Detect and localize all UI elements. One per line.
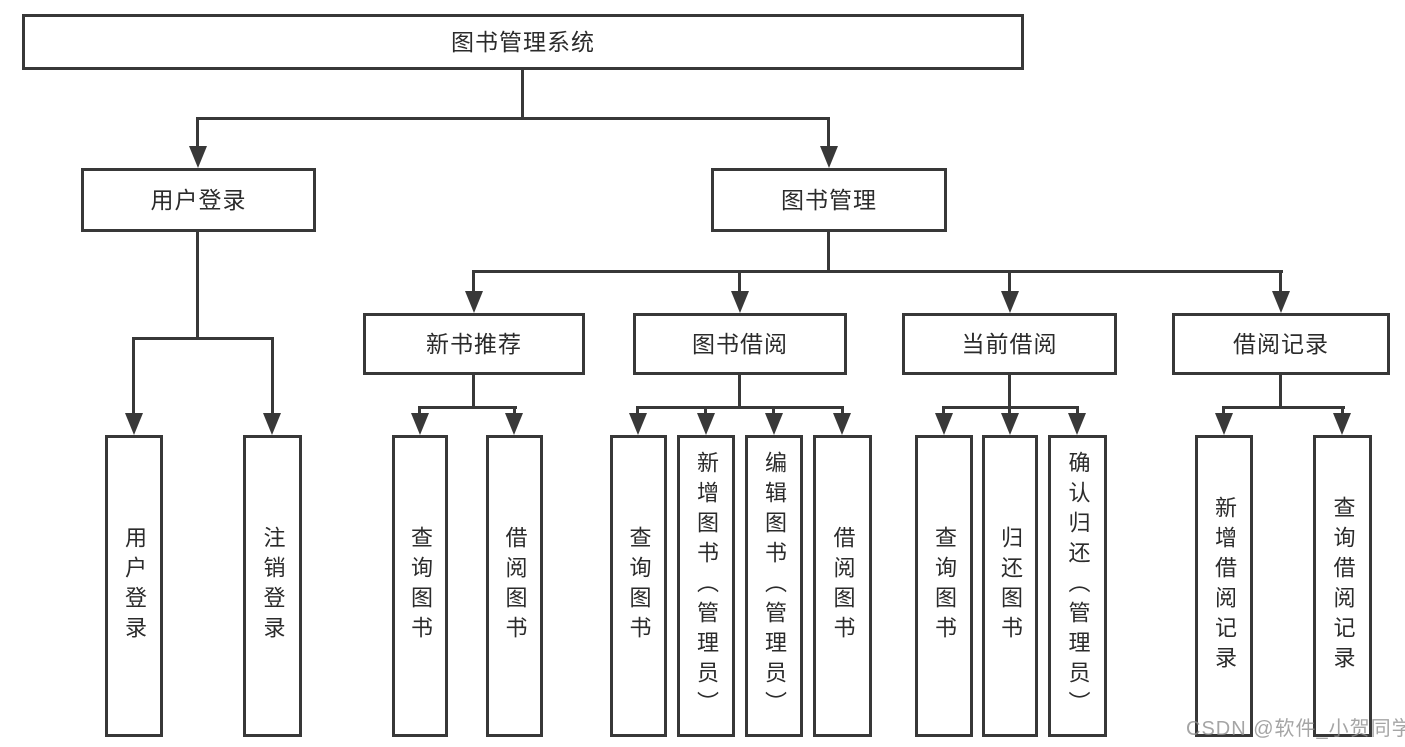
arrow-down-icon [1272,291,1290,313]
connector-line [738,270,741,295]
arrow-down-icon [125,413,143,435]
node-confirm-return-admin: 确认归还（管理员） [1048,435,1107,737]
connector-line [1008,375,1011,409]
connector-line [418,406,421,417]
connector-line [271,337,274,417]
node-leaf-user-login: 用户登录 [105,435,163,737]
connector-line [472,375,475,409]
connector-line [636,406,639,417]
arrow-down-icon [465,291,483,313]
arrow-down-icon [833,413,851,435]
connector-line [418,406,517,409]
connector-line [472,270,475,295]
connector-line [1222,406,1225,417]
arrow-down-icon [820,146,838,168]
connector-line [1279,375,1282,409]
node-current-query-books: 查询图书 [915,435,973,737]
connector-line [841,406,844,417]
node-edit-book-admin: 编辑图书（管理员） [745,435,803,737]
connector-line [132,337,274,340]
csdn-watermark: CSDN @软件_小贺同学 [1186,718,1405,740]
node-recommend-query-books: 查询图书 [392,435,448,737]
connector-line [1076,406,1079,417]
connector-line [1279,270,1282,295]
arrow-down-icon [935,413,953,435]
node-query-borrow-record: 查询借阅记录 [1313,435,1372,737]
arrow-down-icon [1001,413,1019,435]
node-recommend-borrow-books: 借阅图书 [486,435,543,737]
connector-line [704,406,707,417]
arrow-down-icon [765,413,783,435]
node-current-borrow: 当前借阅 [902,313,1117,375]
connector-line [196,117,830,120]
arrow-down-icon [505,413,523,435]
node-add-book-admin: 新增图书（管理员） [677,435,735,737]
connector-line [942,406,945,417]
node-library-system: 图书管理系统 [22,14,1024,70]
node-borrow-books: 借阅图书 [813,435,872,737]
arrow-down-icon [731,291,749,313]
arrow-down-icon [1215,413,1233,435]
node-leaf-logout: 注销登录 [243,435,302,737]
connector-line [196,117,199,150]
connector-line [513,406,516,417]
connector-line [1008,406,1011,417]
arrow-down-icon [629,413,647,435]
connector-line [1222,406,1345,409]
connector-line [738,375,741,409]
connector-line [521,70,524,117]
connector-line [196,232,199,340]
arrow-down-icon [697,413,715,435]
arrow-down-icon [411,413,429,435]
node-user-login-branch: 用户登录 [81,168,316,232]
node-borrow-records: 借阅记录 [1172,313,1390,375]
node-book-management: 图书管理 [711,168,947,232]
arrow-down-icon [1333,413,1351,435]
arrow-down-icon [189,146,207,168]
arrow-down-icon [263,413,281,435]
arrow-down-icon [1001,291,1019,313]
connector-line [1341,406,1344,417]
connector-line [772,406,775,417]
connector-line [827,117,830,150]
node-return-books: 归还图书 [982,435,1038,737]
node-borrow-query-books: 查询图书 [610,435,667,737]
connector-line [472,270,1283,273]
node-book-borrow: 图书借阅 [633,313,847,375]
connector-line [132,337,135,417]
connector-line [1008,270,1011,295]
node-add-borrow-record: 新增借阅记录 [1195,435,1253,737]
connector-line [827,232,830,273]
arrow-down-icon [1068,413,1086,435]
node-new-book-recommend: 新书推荐 [363,313,585,375]
connector-line [636,406,844,409]
